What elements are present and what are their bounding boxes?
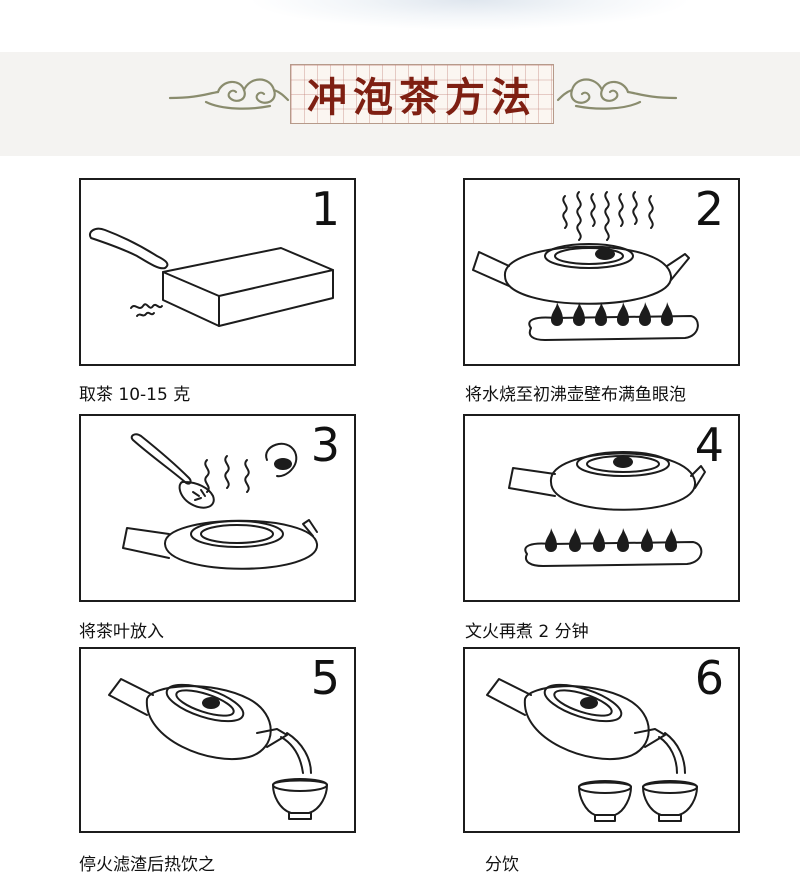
step-5-panel: 5 bbox=[79, 647, 356, 833]
pour-tea-icon bbox=[108, 678, 328, 820]
left-cloud-ornament-icon bbox=[168, 78, 290, 110]
step-number: 3 bbox=[310, 418, 340, 472]
step-2-caption: 将水烧至初沸壶壁布满鱼眼泡 bbox=[465, 385, 686, 405]
step-number: 5 bbox=[310, 651, 340, 705]
step-number: 1 bbox=[310, 182, 340, 236]
page-title: 冲泡茶方法 bbox=[307, 74, 537, 121]
top-background-wash bbox=[0, 0, 800, 40]
step-4-panel: 4 bbox=[463, 414, 740, 602]
step-number: 2 bbox=[694, 182, 724, 236]
right-cloud-ornament-icon bbox=[556, 78, 678, 110]
step-number: 4 bbox=[694, 418, 724, 472]
simmer-teapot-icon bbox=[508, 451, 706, 567]
share-tea-icon bbox=[486, 678, 698, 822]
step-4-caption: 文火再煮 2 分钟 bbox=[465, 622, 589, 642]
add-tea-leaves-icon bbox=[122, 433, 319, 570]
step-6-panel: 6 bbox=[463, 647, 740, 833]
boiling-teapot-icon bbox=[472, 191, 699, 341]
step-3-panel: 3 bbox=[79, 414, 356, 602]
step-number: 6 bbox=[694, 651, 724, 705]
title-box: 冲泡茶方法 bbox=[290, 64, 554, 124]
step-5-caption: 停火滤渣后热饮之 bbox=[79, 855, 215, 875]
step-6-caption: 分饮 bbox=[485, 855, 519, 875]
step-3-caption: 将茶叶放入 bbox=[79, 622, 164, 642]
step-2-panel: 2 bbox=[463, 178, 740, 366]
step-1-panel: 1 bbox=[79, 178, 356, 366]
step-1-caption: 取茶 10-15 克 bbox=[79, 385, 191, 405]
tea-brick-icon bbox=[89, 227, 334, 327]
